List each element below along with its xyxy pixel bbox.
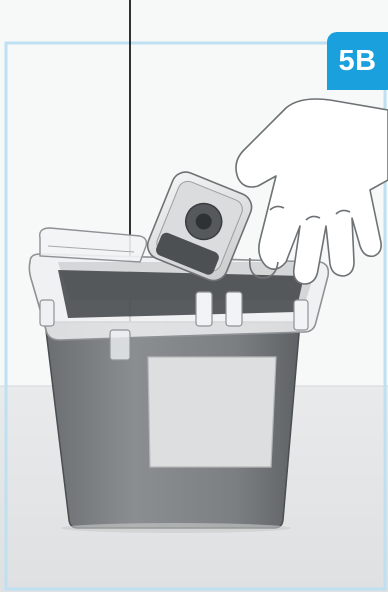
sharps-disposal-container-icon: [29, 228, 328, 533]
container-label-area: [148, 357, 276, 467]
step-badge: 5B: [327, 32, 388, 90]
